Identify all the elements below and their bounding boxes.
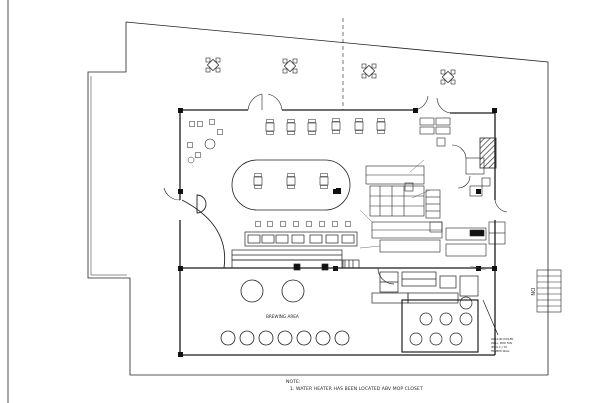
brewing-area bbox=[220, 279, 350, 346]
note-line-1: 1. WATER HEATER HAS BEEN LOCATED ABV MOP… bbox=[290, 387, 423, 392]
oval-lounge bbox=[231, 159, 351, 211]
walk-in-cooler bbox=[371, 267, 499, 353]
back-of-house-fixtures bbox=[419, 117, 506, 245]
exterior-stair bbox=[536, 269, 562, 313]
site-boundary bbox=[87, 18, 549, 376]
building-walls bbox=[179, 109, 496, 356]
patio-tables bbox=[205, 57, 456, 85]
curved-wall bbox=[181, 199, 226, 269]
dining-top-row bbox=[265, 118, 386, 135]
stair-mark: DN bbox=[529, 288, 535, 296]
structural-columns bbox=[178, 108, 497, 357]
walk-in-note: WALK-IN COOLER WALL, MOD FAN (BY G.C.) T… bbox=[491, 337, 514, 353]
dining-left bbox=[187, 119, 223, 164]
equipment-tags bbox=[359, 159, 487, 271]
bar-stools bbox=[255, 221, 351, 227]
host-stand bbox=[196, 194, 207, 214]
svg-text:WALK-IN COOLER: WALK-IN COOLER bbox=[491, 337, 514, 341]
bar-counter bbox=[231, 231, 360, 271]
door-swings bbox=[163, 93, 508, 213]
note-heading: NOTE: bbox=[286, 380, 301, 385]
svg-text:WALL, MOD FAN: WALL, MOD FAN bbox=[491, 341, 512, 345]
svg-text:FRAMED WALL: FRAMED WALL bbox=[491, 349, 510, 353]
brewing-area-label: BREWING AREA bbox=[266, 314, 299, 319]
svg-text:(BY G.C.) TO: (BY G.C.) TO bbox=[491, 345, 507, 349]
hatched-mop-closet bbox=[479, 137, 497, 169]
kitchen-equipment bbox=[365, 165, 487, 257]
